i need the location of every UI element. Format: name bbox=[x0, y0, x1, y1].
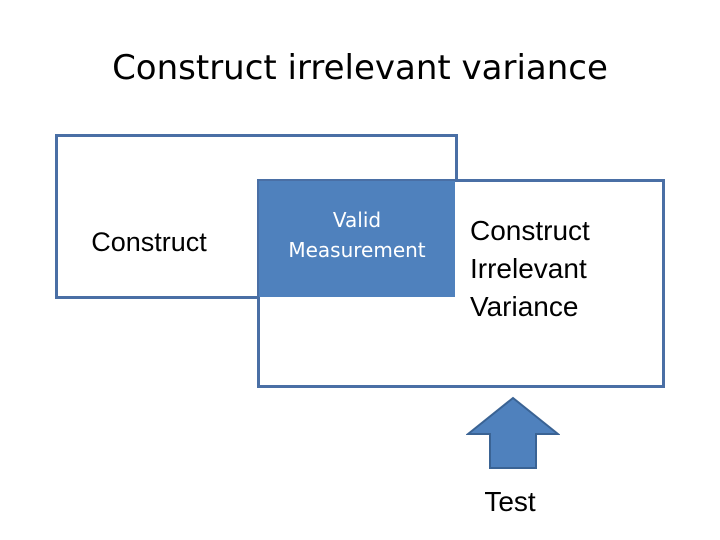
civ-label-line-3: Variance bbox=[470, 291, 579, 322]
valid-measurement-overlap bbox=[259, 181, 455, 297]
valid-measurement-label: Valid Measurement bbox=[262, 205, 452, 265]
valid-label-line-1: Valid bbox=[332, 208, 382, 232]
slide-title: Construct irrelevant variance bbox=[112, 48, 608, 88]
civ-label-line-2: Irrelevant bbox=[470, 253, 587, 284]
construct-irrelevant-variance-label: Construct Irrelevant Variance bbox=[470, 212, 630, 326]
civ-label-line-1: Construct bbox=[470, 215, 590, 246]
valid-label-line-2: Measurement bbox=[288, 238, 426, 262]
test-label: Test bbox=[484, 486, 536, 517]
construct-label: Construct bbox=[91, 227, 207, 257]
up-arrow-icon bbox=[466, 396, 560, 469]
